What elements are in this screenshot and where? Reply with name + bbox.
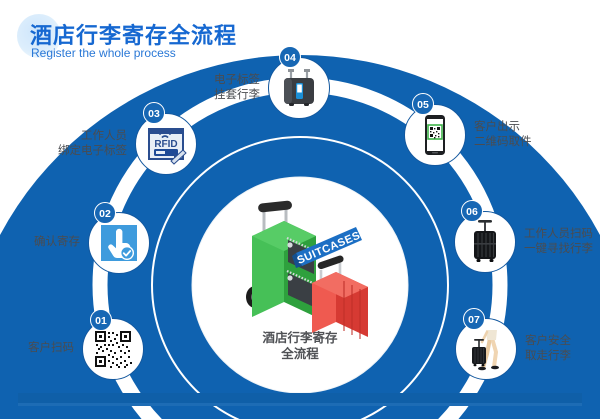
step-caption: 确认寄存 <box>34 235 80 250</box>
step-node-04[interactable]: 04 电子标签 挂套行李 <box>214 46 330 119</box>
step-caption: 客户安全 取走行李 <box>525 334 571 364</box>
qr-code-icon <box>95 331 132 368</box>
step-node-06[interactable]: 06 工作人员扫码 一键寻找行李 <box>454 200 593 273</box>
step-caption-line2: 挂套行李 <box>214 89 260 101</box>
step-caption: 工作人员扫码 一键寻找行李 <box>524 227 593 257</box>
step-caption-line1: 工作人员 <box>81 130 127 142</box>
center-label-line1: 酒店行李寄存 <box>262 331 338 345</box>
page-subtitle: Register the whole process <box>31 46 176 60</box>
step-caption-line1: 确认寄存 <box>34 236 80 248</box>
step-number-badge: 01 <box>90 309 112 331</box>
step-number-badge: 07 <box>463 308 485 330</box>
step-caption-line2: 二维码取件 <box>474 136 532 148</box>
bottom-accent-bar <box>18 393 582 403</box>
step-caption-line1: 客户安全 <box>525 335 571 347</box>
dark-suitcase-icon <box>284 69 314 106</box>
step-caption-line1: 客户扫码 <box>28 342 74 354</box>
rolling-suitcase-icon <box>474 220 496 262</box>
thin-white-arc <box>151 136 449 419</box>
step-node-05[interactable]: 05 客户出示 二维码取件 <box>404 93 532 166</box>
step-node-01[interactable]: 01 <box>28 309 144 380</box>
step-caption-line2: 取走行李 <box>525 350 571 362</box>
step-caption: 客户出示 二维码取件 <box>474 120 532 150</box>
tap-confirm-icon <box>101 225 137 261</box>
step-node-02[interactable]: 02 确认寄存 <box>34 202 150 274</box>
phone-qr-icon <box>425 115 445 155</box>
step-caption: 客户扫码 <box>28 341 74 356</box>
step-number-badge: 05 <box>412 93 434 115</box>
step-caption-line1: 工作人员扫码 <box>524 228 593 240</box>
step-number-badge: 04 <box>279 46 301 68</box>
center-label-line2: 全流程 <box>281 347 319 361</box>
step-caption-line2: 一键寻找行李 <box>524 243 593 255</box>
traveler-walking-icon <box>472 330 499 371</box>
step-number-badge: 03 <box>143 102 165 124</box>
step-circle <box>135 113 197 175</box>
page-title: 酒店行李寄存全流程 <box>30 23 238 48</box>
center-label: 酒店行李寄存 全流程 <box>228 330 372 362</box>
step-number-badge: 06 <box>461 200 483 222</box>
step-caption: 电子标签 挂套行李 <box>214 73 260 103</box>
step-caption-line1: 电子标签 <box>214 74 260 86</box>
bottom-accent-bar-shadow <box>18 403 582 406</box>
step-node-03[interactable]: 03 RFID 工作人员 绑定电子标签 <box>58 102 197 175</box>
step-node-07[interactable]: 07 客户安全 取走行李 <box>455 308 571 380</box>
step-caption: 工作人员 绑定电子标签 <box>58 129 127 159</box>
title-decoration-blob <box>17 14 61 58</box>
step-number-badge: 02 <box>94 202 116 224</box>
step-caption-line2: 绑定电子标签 <box>58 145 127 157</box>
rfid-tag-icon: RFID <box>148 128 187 165</box>
step-caption-line1: 客户出示 <box>474 121 520 133</box>
center-suitcase-illustration: SUITCASES <box>246 200 368 339</box>
svg-text:RFID: RFID <box>154 139 177 150</box>
